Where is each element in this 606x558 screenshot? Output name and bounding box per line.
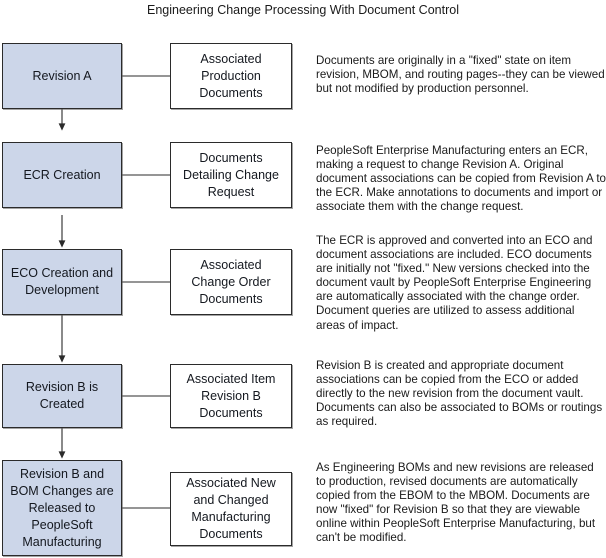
doc-box-associated-new-and-changed-manufacturing-documents-label: Associated New and Changed Manufacturing…: [186, 476, 276, 541]
stage-box-revision-b-and-bom-changes-released[interactable]: Revision B and BOM Changes are Released …: [2, 460, 122, 556]
doc-box-associated-change-order-documents[interactable]: Associated Change Order Documents: [170, 249, 292, 315]
stage-box-revision-b-and-bom-changes-released-label: Revision B and BOM Changes are Released …: [10, 466, 114, 549]
stage-box-revision-b-is-created-label: Revision B is Created: [25, 380, 99, 411]
stage-box-revision-a[interactable]: Revision A: [2, 43, 122, 109]
doc-box-documents-detailing-change-request-label: Documents Detailing Change Request: [183, 150, 279, 199]
doc-box-associated-item-revision-b-documents-label: Associated Item Revision B Documents: [186, 371, 276, 420]
page-title: Engineering Change Processing With Docum…: [147, 3, 459, 17]
stage-box-eco-creation-and-development-label: ECO Creation and Development: [10, 266, 114, 297]
description-ecr-creation: PeopleSoft Enterprise Manufacturing ente…: [316, 144, 606, 214]
stage-box-eco-creation-and-development[interactable]: ECO Creation and Development: [2, 249, 122, 315]
stage-box-revision-a-label: Revision A: [32, 68, 92, 83]
stage-box-revision-b-is-created[interactable]: Revision B is Created: [2, 364, 122, 428]
description-revision-b: Revision B is created and appropriate do…: [316, 359, 603, 429]
description-release-to-manufacturing: As Engineering BOMs and new revisions ar…: [316, 461, 596, 545]
stage-box-ecr-creation-label: ECR Creation: [23, 167, 101, 182]
doc-box-associated-new-and-changed-manufacturing-documents[interactable]: Associated New and Changed Manufacturing…: [170, 472, 292, 546]
description-revision-a: Documents are originally in a "fixed" st…: [316, 54, 605, 96]
description-eco-creation: The ECR is approved and converted into a…: [316, 234, 593, 332]
doc-box-documents-detailing-change-request[interactable]: Documents Detailing Change Request: [170, 142, 292, 208]
doc-box-associated-item-revision-b-documents[interactable]: Associated Item Revision B Documents: [170, 364, 292, 428]
doc-box-associated-change-order-documents-label: Associated Change Order Documents: [191, 257, 271, 306]
doc-box-associated-production-documents[interactable]: Associated Production Documents: [170, 43, 292, 109]
doc-box-associated-production-documents-label: Associated Production Documents: [199, 51, 263, 100]
stage-box-ecr-creation[interactable]: ECR Creation: [2, 142, 122, 208]
